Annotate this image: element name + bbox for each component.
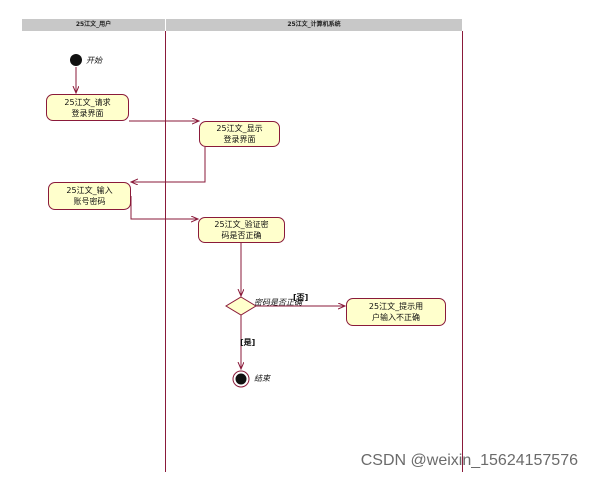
- edge-enter-to-verify: [130, 196, 198, 219]
- activity-show-login: 25江文_显示 登录界面: [199, 121, 280, 147]
- activity-verify-password: 25江文_验证密 码是否正确: [198, 217, 285, 243]
- decision-diamond: [225, 296, 257, 316]
- activity-enter-password: 25江文_输入 账号密码: [48, 182, 131, 210]
- activity-prompt-error: 25江文_提示用 户输入不正确: [346, 298, 446, 326]
- lane-header-user: 25江文_用户: [22, 19, 165, 31]
- guard-yes: [是]: [240, 338, 256, 347]
- guard-no: [否]: [293, 293, 309, 302]
- activity-request-login: 25江文_请求 登录界面: [46, 94, 129, 121]
- lane-divider: [165, 31, 166, 472]
- start-label: 开始: [86, 56, 102, 65]
- lane-right-border: [462, 31, 463, 472]
- end-node-dot: [235, 373, 247, 385]
- decision-label: 密码是否正确: [254, 298, 302, 307]
- lane-header-system: 25江文_计算机系统: [166, 19, 462, 31]
- watermark: CSDN @weixin_15624157576: [360, 452, 578, 469]
- edge-show-to-enter: [131, 147, 206, 182]
- start-node: [70, 54, 82, 66]
- end-label: 结束: [254, 374, 270, 383]
